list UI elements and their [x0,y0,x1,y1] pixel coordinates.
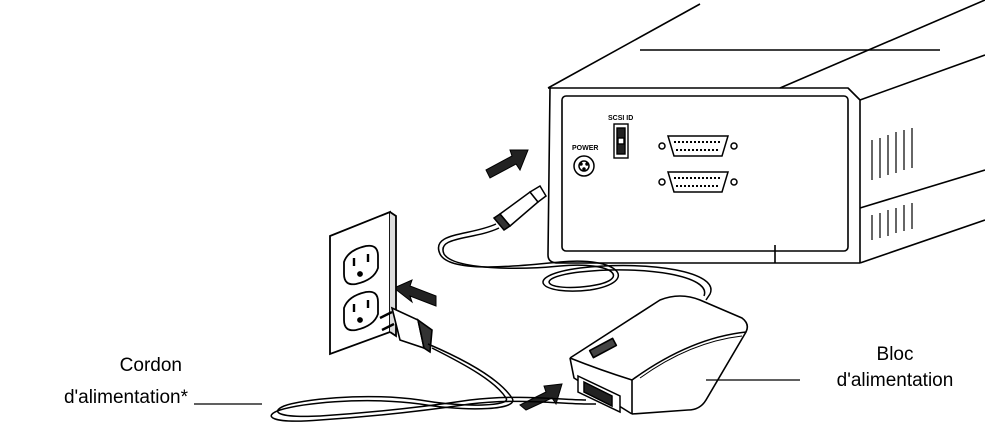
scsi-id-label: SCSI ID [608,115,633,122]
power-adapter-label-line1: Bloc [876,344,914,365]
power-cord-label-line1: Cordon [119,355,182,376]
arrow-icon [519,383,563,411]
adapter-ac-inlet [577,374,621,414]
scsi-connector-bottom [658,171,738,193]
drive-power-jack [573,155,595,177]
scsi-connector-top [658,135,738,157]
wall-outlet [329,210,397,356]
dc-plug [492,184,547,231]
dc-cable [437,223,712,301]
ac-plug [379,306,433,354]
ac-cord [270,343,596,422]
power-adapter-label-line2: d'alimentation [836,370,954,391]
external-drive [547,0,985,264]
power-adapter-label: Bloc d'alimentation [810,343,980,393]
power-label: POWER [572,145,598,152]
power-cord-label: Cordon d'alimentation* [0,354,188,410]
arrow-icon [393,279,437,307]
power-cord-label-line2: d'alimentation* [63,387,188,408]
scsi-id-switch [613,123,629,159]
arrow-icon [485,149,529,179]
side-vents [871,128,913,240]
